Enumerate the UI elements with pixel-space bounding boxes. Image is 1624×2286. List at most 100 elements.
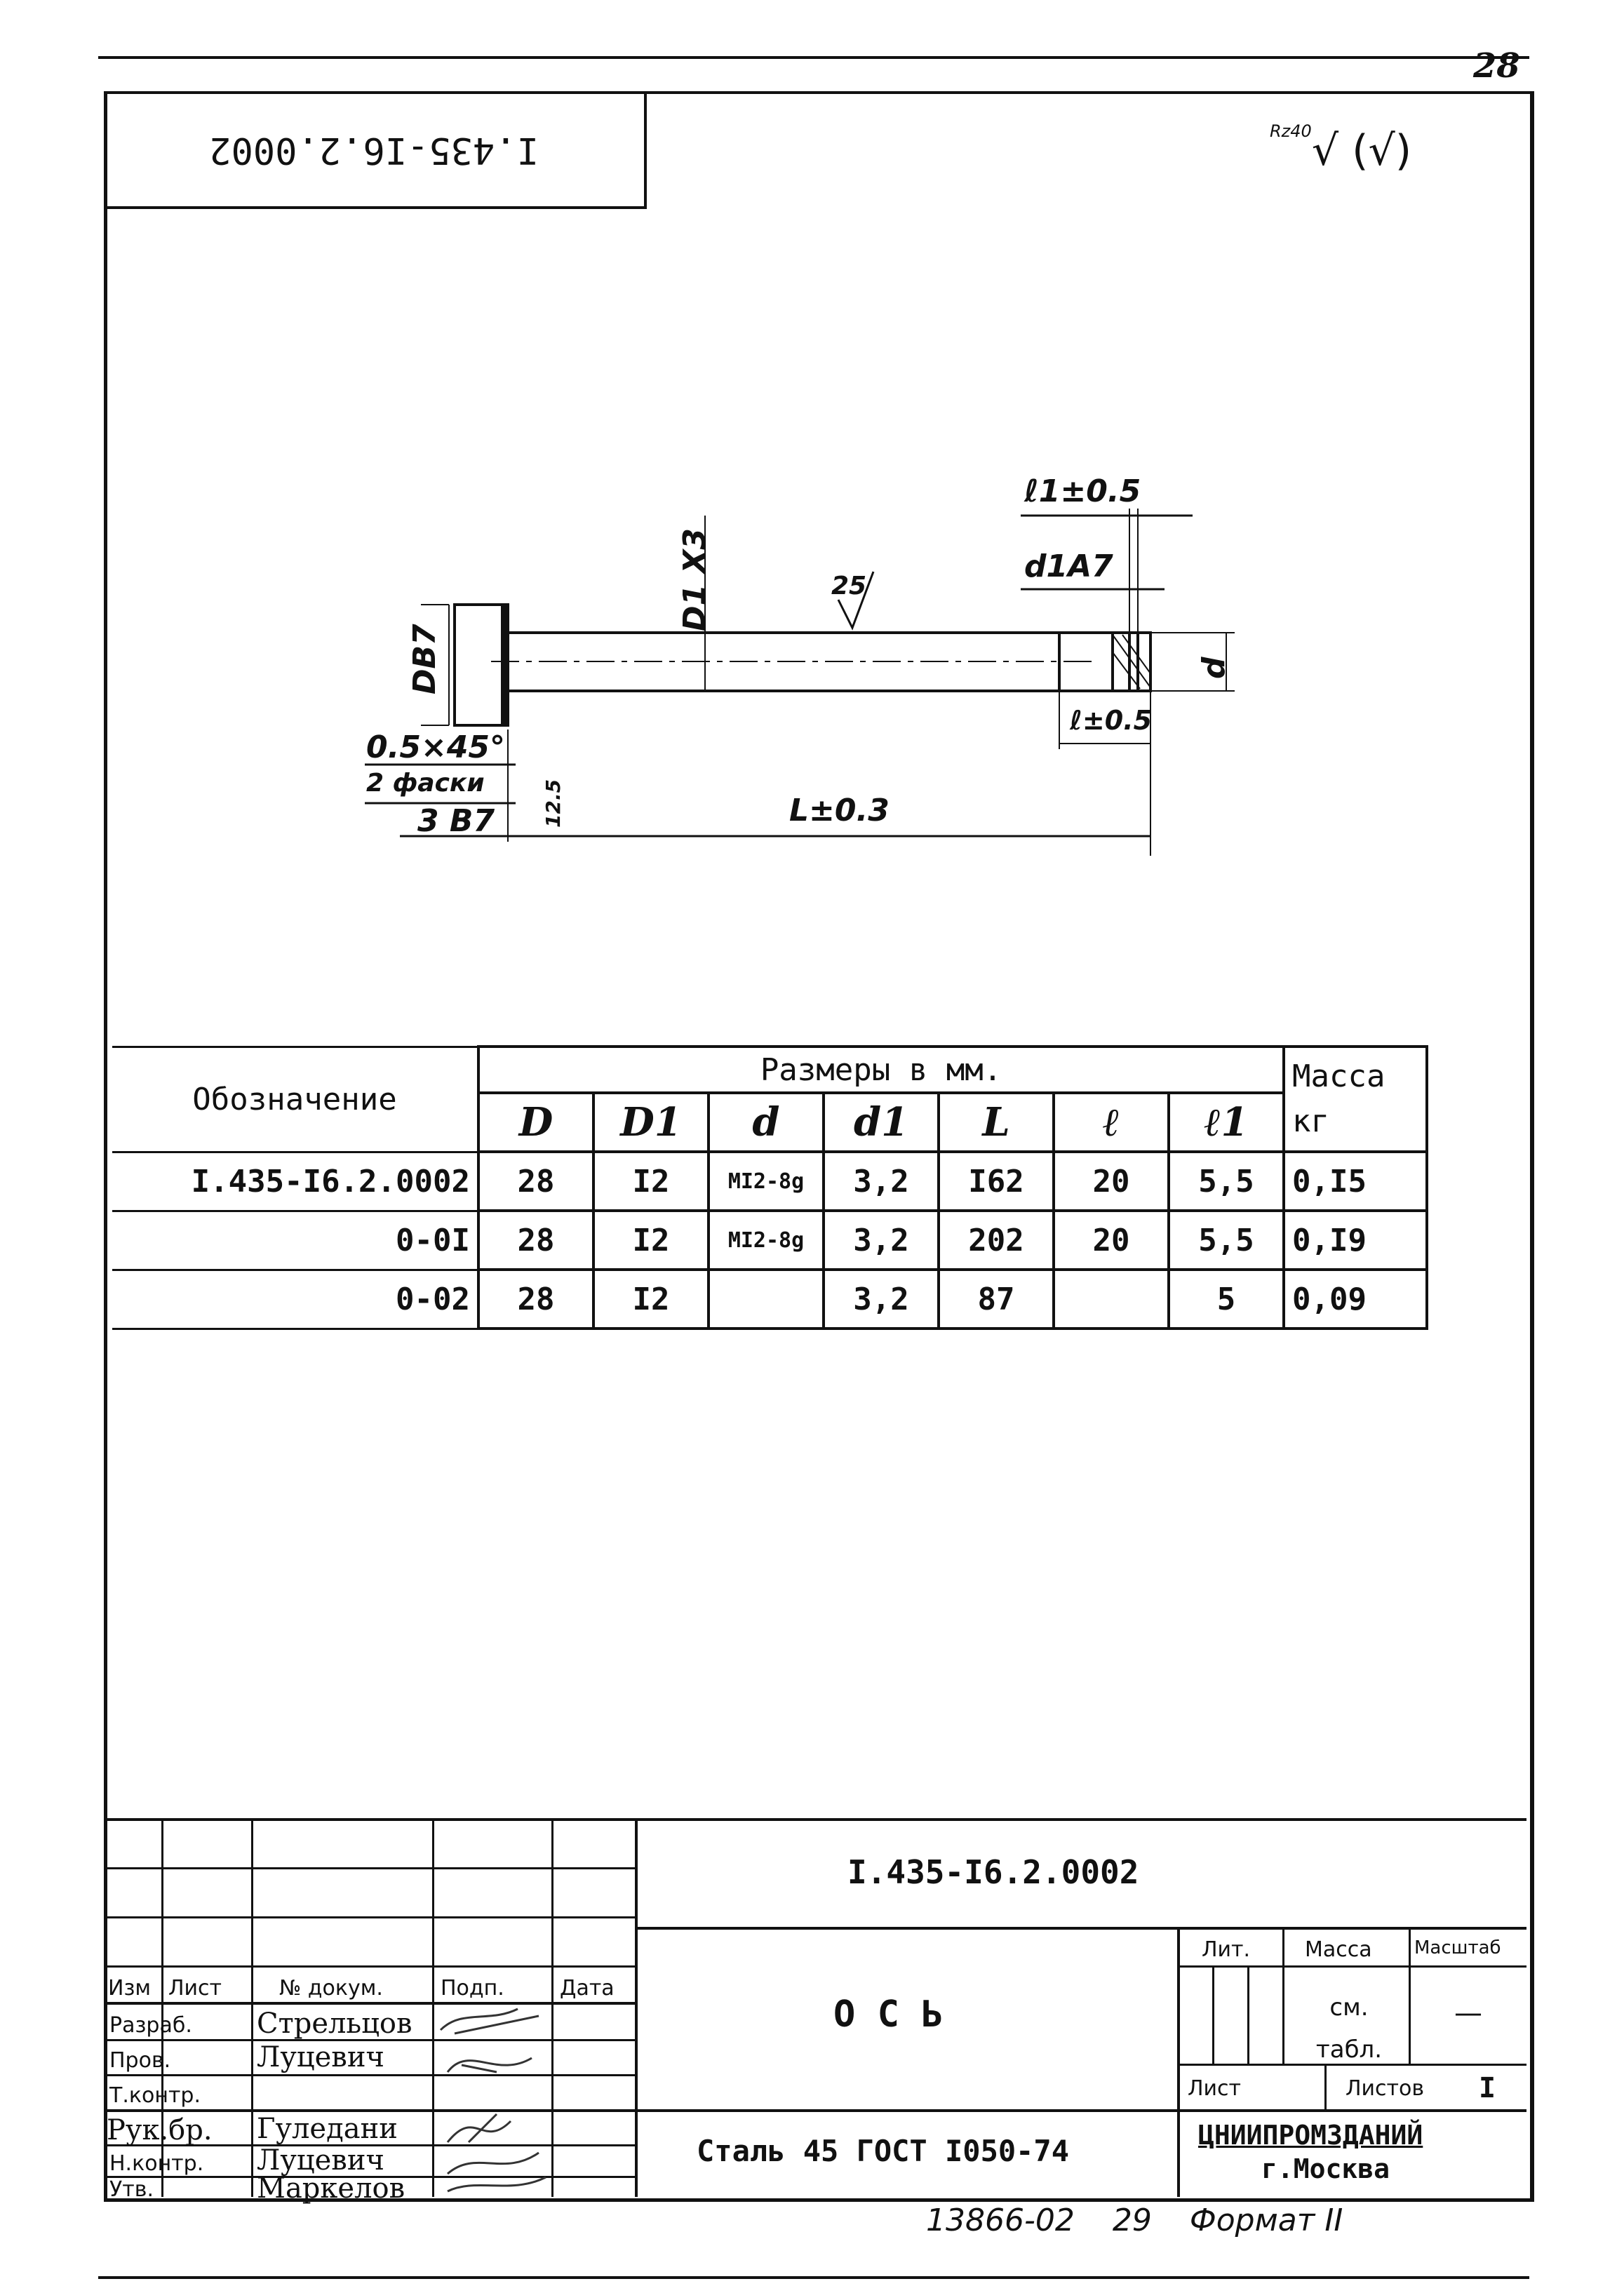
table-row: I.435-I6.2.0002 28 I2 MI2-8g 3,2 I62 20 … [112, 1150, 1428, 1212]
roughness-mark: Rz40√ (√) [1270, 121, 1412, 175]
cell-l1: 5 [1167, 1268, 1285, 1330]
tb-sheet-label: Лист [1188, 2076, 1242, 2101]
tb-part-name: О С Ь [833, 1993, 944, 2036]
cell-l: 20 [1052, 1209, 1170, 1271]
tb-person: Стрельцов [257, 2008, 412, 2040]
title-block: I.435-I6.2.0002 О С Ь Сталь 45 ГОСТ I050… [104, 1818, 1526, 2205]
cell-d1: 3,2 [822, 1268, 940, 1330]
cell-l1: 5,5 [1167, 1150, 1285, 1212]
cell-mass: 0,09 [1282, 1268, 1428, 1330]
tb-person: Луцевич [257, 2041, 384, 2073]
label-d1: d1A7 [1024, 549, 1113, 584]
footer-archive: 13866-02 [926, 2203, 1075, 2238]
tb-col-list: Лист [168, 1976, 222, 2001]
drawing-frame [104, 91, 1534, 2202]
tb-role: Н.контр. [109, 2151, 204, 2176]
roughness-symbol: √ (√) [1311, 126, 1412, 175]
tb-col-docnum: № докум. [279, 1976, 383, 2001]
cell-D1: I2 [592, 1209, 710, 1271]
cell-D: 28 [477, 1150, 595, 1212]
cell-l1: 5,5 [1167, 1209, 1285, 1271]
roughness-parameter: Rz40 [1270, 121, 1312, 141]
label-D1: D1 X3 [677, 528, 713, 631]
dims-title: Размеры в мм. [477, 1045, 1285, 1094]
signature-rukbr [446, 2113, 512, 2144]
label-chamfer: 0.5×45° [366, 729, 506, 765]
label-rough-125: 12.5 [542, 779, 565, 828]
label-l: ℓ±0.5 [1070, 705, 1153, 736]
label-d: d [1196, 657, 1232, 680]
cell-D: 28 [477, 1209, 595, 1271]
signature-prov [446, 2057, 532, 2073]
tb-sheets-value: I [1479, 2072, 1496, 2104]
designation-header: Обозначение [112, 1045, 478, 1152]
tb-role: Рук.бр. [107, 2114, 213, 2146]
row-designation: 0-0I [112, 1209, 478, 1271]
tb-col-izm: Изм [108, 1976, 152, 2001]
bottom-line [98, 2276, 1529, 2279]
part-head [453, 603, 509, 727]
footer-format: Формат II [1189, 2203, 1343, 2238]
cell-D: 28 [477, 1268, 595, 1330]
footer-page: 29 [1112, 2203, 1152, 2238]
tb-role: Разраб. [109, 2013, 192, 2038]
row-designation: I.435-I6.2.0002 [112, 1150, 478, 1212]
label-chamfer-note: 2 фаски [366, 769, 485, 798]
tb-role: Утв. [109, 2177, 154, 2202]
mass-header-line1: Масса [1292, 1058, 1385, 1094]
col-l: ℓ [1052, 1091, 1170, 1153]
label-l1: ℓ1±0.5 [1024, 473, 1141, 509]
cell-mass: 0,I5 [1282, 1150, 1428, 1212]
cell-d: MI2-8g [707, 1150, 825, 1212]
label-rough-25: 25 [831, 572, 867, 600]
cell-l: 20 [1052, 1150, 1170, 1212]
col-D: D [477, 1091, 595, 1153]
cell-D1: I2 [592, 1150, 710, 1212]
tb-org: ЦНИИПРОМЗДАНИЙ [1198, 2120, 1423, 2151]
label-D: DB7 [407, 624, 443, 694]
cell-L: I62 [937, 1150, 1055, 1212]
sheet-number: 28 [1473, 46, 1520, 86]
footer-stamp: 13866-02 29 Формат II [926, 2203, 1343, 2238]
tb-city: г.Москва [1261, 2153, 1390, 2184]
mass-header-line2: кг [1292, 1103, 1329, 1139]
cell-d: MI2-8g [707, 1209, 825, 1271]
col-D1: D1 [592, 1091, 710, 1153]
row-designation: 0-02 [112, 1268, 478, 1330]
signature-razrab [439, 2008, 539, 2035]
tb-mass-label: Масса [1305, 1937, 1372, 1962]
table-row: 0-0I 28 I2 MI2-8g 3,2 202 20 5,5 0,I9 [112, 1209, 1428, 1271]
tb-material: Сталь 45 ГОСТ I050-74 [697, 2134, 1070, 2168]
tb-role: Т.контр. [109, 2083, 201, 2108]
part-end [1058, 631, 1152, 692]
col-l1: ℓ1 [1167, 1091, 1285, 1153]
page-top-line [98, 56, 1529, 59]
tb-lit-label: Лит. [1202, 1937, 1251, 1962]
cell-d [707, 1268, 825, 1330]
signature-nkontr [447, 2151, 539, 2175]
cell-L: 87 [937, 1268, 1055, 1330]
tb-scale-value: — [1454, 1997, 1482, 2029]
tb-person: Маркелов [257, 2172, 405, 2205]
label-L: L±0.3 [789, 793, 890, 828]
mass-header: Масса кг [1282, 1045, 1428, 1153]
tb-mass-value: см. табл. [1315, 1993, 1383, 2064]
cell-D1: I2 [592, 1268, 710, 1330]
cell-d1: 3,2 [822, 1209, 940, 1271]
label-width: 3 B7 [417, 803, 495, 839]
tb-col-date: Дата [560, 1976, 615, 2001]
col-L: L [937, 1091, 1055, 1153]
cell-mass: 0,I9 [1282, 1209, 1428, 1271]
signatures [439, 2008, 546, 2193]
tb-sheets-label: Листов [1345, 2076, 1425, 2101]
tb-doc-code: I.435-I6.2.0002 [847, 1853, 1139, 1891]
col-d1: d1 [822, 1091, 940, 1153]
tb-scale-label: Масштаб [1414, 1937, 1501, 1958]
cell-d1: 3,2 [822, 1150, 940, 1212]
col-d: d [707, 1091, 825, 1153]
mirrored-code-box: I.435-I6.2.0002 [104, 94, 647, 209]
cell-L: 202 [937, 1209, 1055, 1271]
dimensions-table: Обозначение Размеры в мм. Масса кг D D1 … [112, 1045, 1428, 1330]
signature-utv [447, 2176, 546, 2193]
